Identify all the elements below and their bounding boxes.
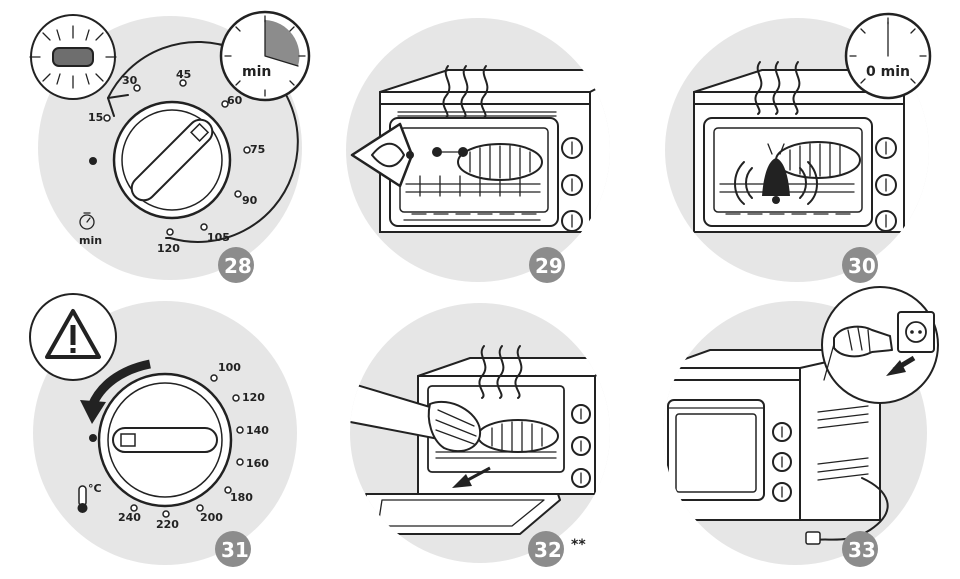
timer-icon: 0 min <box>844 12 932 100</box>
step-number-badge <box>218 247 254 283</box>
steam-icon <box>478 345 523 399</box>
step-32: 32 ** <box>350 303 610 567</box>
step-number: 29 <box>535 254 563 278</box>
step-30: 0 min 30 <box>665 12 932 283</box>
dial-label-30: 30 <box>122 74 138 87</box>
dial-label-75: 75 <box>250 143 265 156</box>
rotate-arrow-icon <box>107 94 129 117</box>
dial-label-120: 120 <box>157 242 180 255</box>
dial-unit: °C <box>88 482 102 495</box>
step-number-badge <box>529 247 565 283</box>
steam-icon <box>754 61 801 115</box>
step-number: 33 <box>848 538 876 562</box>
step-number: 28 <box>224 254 252 278</box>
step-number: 30 <box>848 254 876 278</box>
stopwatch-icon <box>79 212 95 230</box>
heating-element-icon <box>29 14 117 100</box>
oven-illustration <box>693 69 929 233</box>
timer-knob <box>112 100 232 220</box>
dial-ticks <box>130 374 244 518</box>
step-number-badge <box>215 531 251 567</box>
dial-label-180: 180 <box>230 491 253 504</box>
pull-arrow-icon <box>452 466 491 488</box>
oven-illustration <box>350 357 610 535</box>
oven-illustration <box>379 69 610 233</box>
dial-marker <box>89 434 97 442</box>
steam-icon <box>442 65 489 119</box>
step-number: 32 <box>534 538 562 562</box>
bell-icon <box>734 143 818 205</box>
eye-icon <box>350 122 414 188</box>
step-number-badge <box>842 247 878 283</box>
step-29: 29 <box>346 18 610 283</box>
dial-label-200: 200 <box>200 511 223 524</box>
timer-label: 0 min <box>866 64 910 80</box>
timer-label: min <box>242 64 271 80</box>
temperature-knob <box>97 372 233 508</box>
dial-label-60: 60 <box>227 94 243 107</box>
step-number-badge <box>528 531 564 567</box>
dial-label-90: 90 <box>242 194 258 207</box>
dial-ticks <box>103 79 251 236</box>
dial-label-105: 105 <box>207 231 230 244</box>
dial-label-220: 220 <box>156 518 179 531</box>
dial-unit: min <box>79 234 102 247</box>
rotate-arrow-icon <box>87 359 151 408</box>
dial-marker <box>89 157 97 165</box>
step-31: 100 120 140 160 180 200 220 240 °C <box>29 293 297 567</box>
dial-label-100: 100 <box>218 361 241 374</box>
oven-illustration <box>663 349 889 545</box>
step-number-badge <box>842 531 878 567</box>
step-33: 33 <box>663 286 939 567</box>
footnote-marker: ** <box>571 537 586 553</box>
plug-socket-icon <box>821 286 939 404</box>
timer-icon: min <box>219 10 311 102</box>
thermometer-icon: °C <box>77 482 102 513</box>
step-number: 31 <box>221 538 249 562</box>
dial-label-120: 120 <box>242 391 265 404</box>
dial-label-160: 160 <box>246 457 269 470</box>
dial-label-240: 240 <box>118 511 141 524</box>
warning-icon <box>29 293 117 381</box>
step-28: 15 30 45 60 75 90 105 120 min <box>29 10 311 283</box>
dial-scale-arc <box>107 41 299 243</box>
dial-label-45: 45 <box>176 68 191 81</box>
dial-label-15: 15 <box>88 111 103 124</box>
dial-label-140: 140 <box>246 424 269 437</box>
